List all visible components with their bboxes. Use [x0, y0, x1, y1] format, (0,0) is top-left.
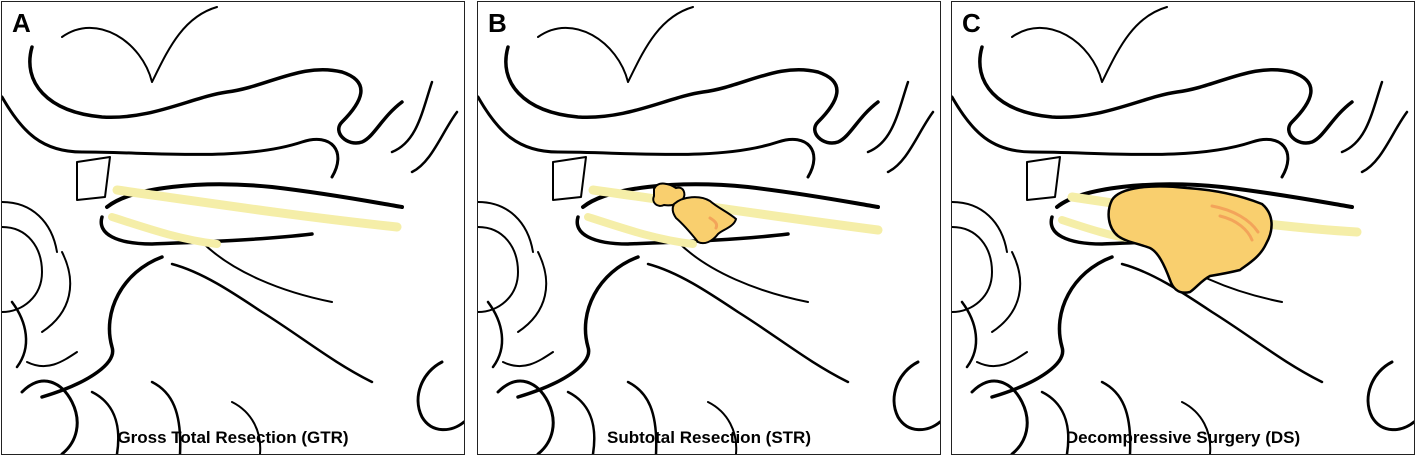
panel-letter: A [12, 8, 31, 38]
anatomy-illustration-a [2, 6, 464, 454]
anatomy-illustration-b [478, 6, 940, 454]
tumor-highlight [708, 216, 719, 230]
tumor-highlight [1218, 214, 1254, 242]
panel-b: B Subtotal Resection (STR) [477, 1, 941, 455]
panel-a: A Gross Total Resection (GTR) [1, 1, 465, 455]
tumor-mass [1107, 185, 1273, 294]
nerve-lower [108, 213, 221, 248]
nerve-upper [588, 185, 883, 235]
anatomy-outline [478, 6, 940, 454]
tumor-highlight [1210, 204, 1260, 234]
panel-letter: C [962, 8, 981, 38]
anatomy-outline [2, 6, 464, 454]
panel-caption: Gross Total Resection (GTR) [117, 428, 349, 447]
panel-caption: Decompressive Surgery (DS) [1065, 428, 1301, 447]
nerve-lower [584, 213, 697, 248]
panel-letter: B [488, 8, 507, 38]
nerve-upper [112, 185, 402, 232]
residual-tumor-large [671, 196, 738, 245]
panel-caption: Subtotal Resection (STR) [606, 428, 811, 447]
panel-c: C Decompressive Surgery (DS) [951, 1, 1415, 455]
anatomy-illustration-c [952, 6, 1414, 454]
